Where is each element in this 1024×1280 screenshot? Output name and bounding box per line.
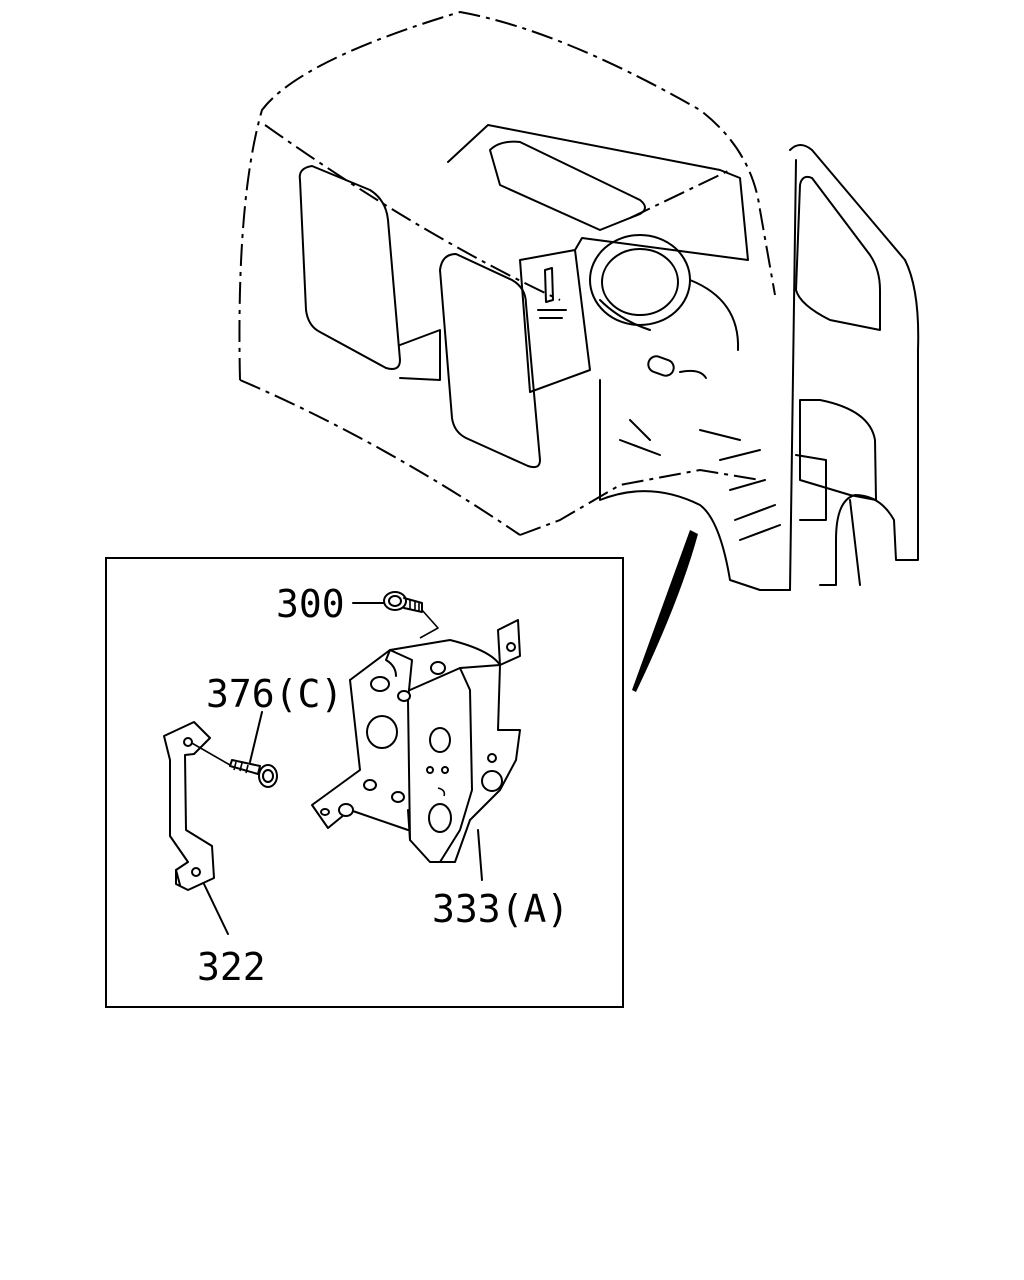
bracket-333a-icon — [311, 619, 521, 881]
pointer-wedge — [632, 530, 698, 692]
callout-333a: 333(A) — [432, 887, 569, 931]
callout-376c: 376(C) — [206, 672, 343, 716]
bolt-376c-icon — [189, 711, 278, 788]
detail-inset — [105, 557, 624, 1008]
callout-322: 322 — [197, 945, 266, 989]
callout-300: 300 — [276, 582, 345, 626]
cab-overview-illustration — [238, 10, 920, 591]
bolt-300-icon — [352, 591, 439, 639]
bracket-322-icon — [163, 721, 229, 935]
